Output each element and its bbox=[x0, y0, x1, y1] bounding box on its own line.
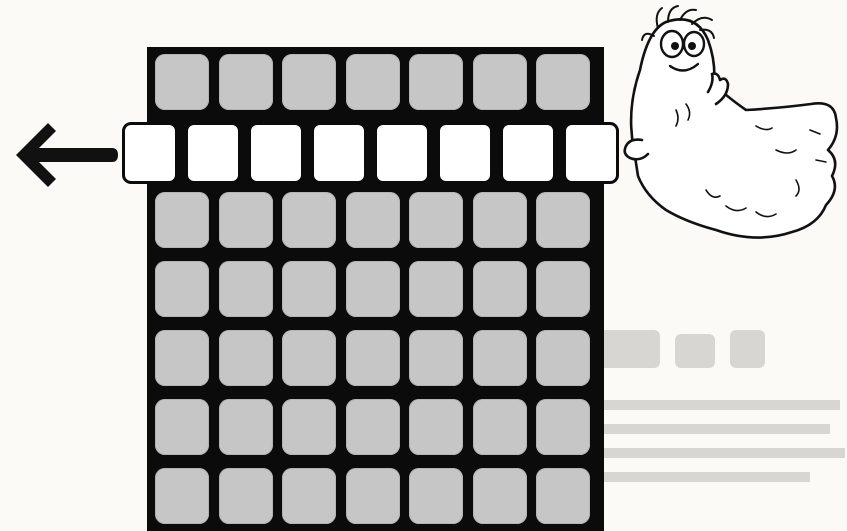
grey-tile bbox=[282, 54, 336, 110]
grey-tile bbox=[346, 192, 400, 248]
white-tile bbox=[248, 122, 304, 184]
grey-tile bbox=[536, 192, 590, 248]
grey-tile bbox=[536, 261, 590, 317]
grey-tile bbox=[219, 261, 273, 317]
grey-tile bbox=[409, 54, 463, 110]
grey-tile bbox=[219, 468, 273, 524]
grey-tile bbox=[536, 399, 590, 455]
grey-tile bbox=[346, 399, 400, 455]
grey-tile bbox=[219, 330, 273, 386]
grey-tile bbox=[155, 399, 209, 455]
grey-tile bbox=[155, 468, 209, 524]
grey-tile bbox=[473, 399, 527, 455]
grey-tile bbox=[409, 399, 463, 455]
grey-tile bbox=[282, 468, 336, 524]
shifted-white-row bbox=[122, 122, 630, 186]
grey-tile bbox=[346, 54, 400, 110]
grey-tile bbox=[155, 261, 209, 317]
grey-tile bbox=[282, 330, 336, 386]
grey-tile bbox=[282, 192, 336, 248]
grey-tile bbox=[155, 54, 209, 110]
grey-tile bbox=[346, 330, 400, 386]
arrow-left-icon bbox=[8, 110, 118, 200]
grey-tile bbox=[155, 192, 209, 248]
grey-tile bbox=[155, 330, 209, 386]
cartoon-creature-icon bbox=[596, 0, 847, 270]
grey-tile bbox=[473, 192, 527, 248]
tile-row bbox=[155, 54, 600, 110]
grey-tile bbox=[409, 468, 463, 524]
tile-row bbox=[155, 192, 600, 248]
white-tile bbox=[185, 122, 241, 184]
grey-tile bbox=[346, 261, 400, 317]
white-tile bbox=[122, 122, 178, 184]
grey-tile bbox=[536, 330, 590, 386]
grey-tile bbox=[473, 54, 527, 110]
tile-row bbox=[155, 261, 600, 317]
grey-tile bbox=[219, 54, 273, 110]
grey-tile bbox=[282, 261, 336, 317]
grey-tile bbox=[282, 399, 336, 455]
grey-tile bbox=[409, 261, 463, 317]
grey-tile bbox=[473, 261, 527, 317]
grey-tile bbox=[409, 330, 463, 386]
grey-tile bbox=[219, 192, 273, 248]
white-tile bbox=[437, 122, 493, 184]
white-tile bbox=[311, 122, 367, 184]
tile-row bbox=[155, 399, 600, 455]
grey-tile bbox=[473, 330, 527, 386]
grey-tile bbox=[409, 192, 463, 248]
grey-tile bbox=[536, 54, 590, 110]
grey-tile bbox=[473, 468, 527, 524]
grey-tile bbox=[536, 468, 590, 524]
grey-tile bbox=[346, 468, 400, 524]
faded-background-text bbox=[600, 300, 847, 531]
white-tile bbox=[374, 122, 430, 184]
white-tile bbox=[500, 122, 556, 184]
tile-row bbox=[155, 468, 600, 524]
tile-row bbox=[155, 330, 600, 386]
tile-board bbox=[147, 47, 604, 531]
grey-tile bbox=[219, 399, 273, 455]
